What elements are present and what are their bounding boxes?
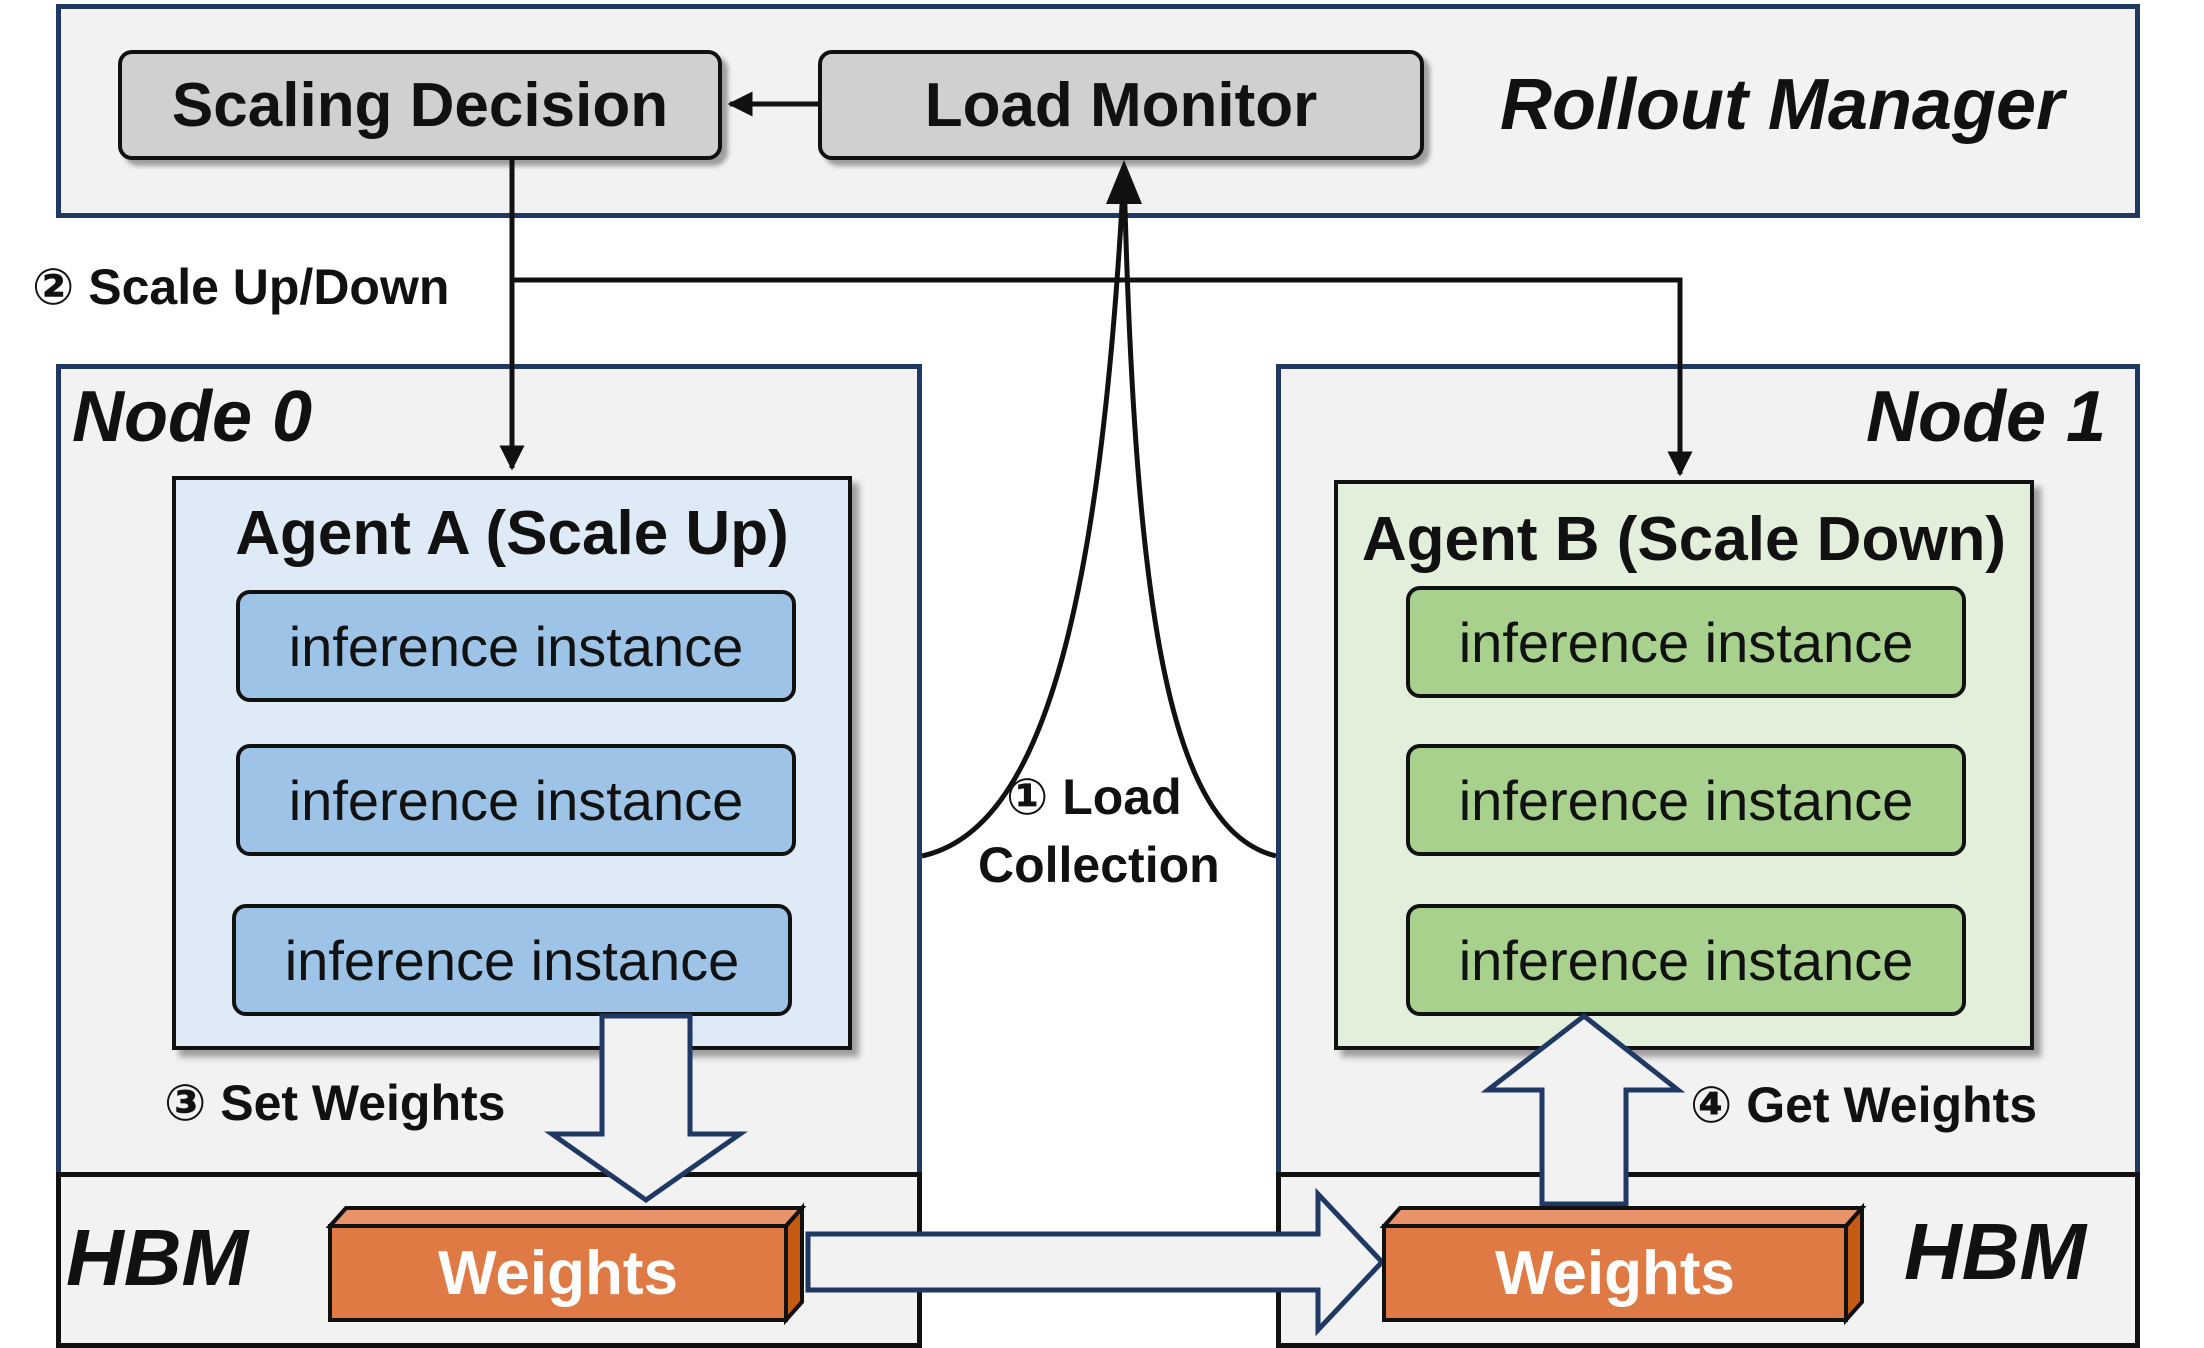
weights-label-left: Weights	[438, 1238, 678, 1308]
agent-b-instance-3: inference instance	[1406, 904, 1966, 1016]
load-collection-arrowhead	[1106, 160, 1142, 204]
get-weights-arrow	[1480, 1012, 1686, 1207]
agent-a-instance-1: inference instance	[236, 590, 796, 702]
weights-block-left	[325, 1202, 807, 1326]
rollout-manager-title: Rollout Manager	[1500, 65, 2065, 145]
load-curve-left	[921, 169, 1127, 859]
step-get-weights: ④ Get Weights	[1690, 1077, 2037, 1133]
agent-a-title: Agent A (Scale Up)	[235, 499, 789, 568]
weights-block-right	[1379, 1202, 1867, 1326]
hbm-label-right: HBM	[1904, 1207, 2087, 1296]
agent-b-title: Agent B (Scale Down)	[1361, 505, 2007, 574]
weights-label-right: Weights	[1495, 1238, 1735, 1308]
node1-title: Node 1	[1866, 377, 2107, 457]
weights-transfer-arrow	[805, 1187, 1386, 1337]
step-load-collection-line1: ① Load	[1006, 769, 1182, 825]
agent-a-instance-2: inference instance	[236, 744, 796, 856]
scaling-decision-box: Scaling Decision	[118, 50, 722, 160]
step-set-weights: ③ Set Weights	[164, 1075, 506, 1131]
agent-b-instance-2: inference instance	[1406, 744, 1966, 856]
agent-b-instance-1: inference instance	[1406, 586, 1966, 698]
step-load-collection-line2: Collection	[978, 837, 1220, 893]
scale-line-right-branch	[512, 277, 1693, 477]
agent-a-instance-3: inference instance	[232, 904, 792, 1016]
set-weights-arrow	[544, 1013, 748, 1204]
step-scale-up-down: ② Scale Up/Down	[32, 259, 450, 315]
load-curve-right	[1121, 169, 1277, 859]
node0-title: Node 0	[72, 377, 313, 457]
load-monitor-box: Load Monitor	[818, 50, 1424, 160]
hbm-label-left: HBM	[66, 1213, 249, 1302]
